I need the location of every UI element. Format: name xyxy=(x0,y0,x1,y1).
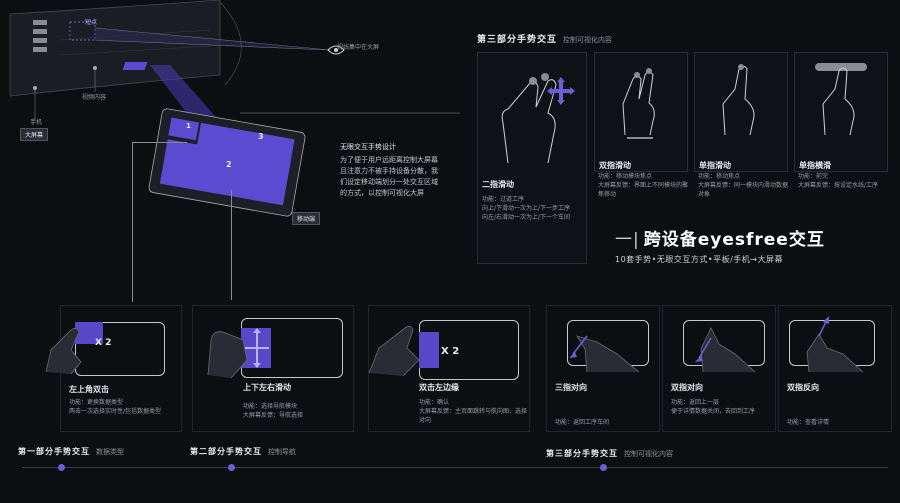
gesture-name: 双指滑动 xyxy=(599,161,631,170)
part3-subtitle: 控制可视化内容 xyxy=(563,36,613,44)
content-label: 视频内容 xyxy=(82,94,107,101)
gesture-desc: 功能：更换数据类型 两击一次选择实时性/包括数据类型 xyxy=(69,399,162,415)
hand-icon xyxy=(695,327,756,373)
tap-count-badge: X 2 xyxy=(441,346,460,357)
tablet-key-3: 3 xyxy=(258,132,264,141)
tap-count-badge: X 2 xyxy=(95,338,112,348)
hand-icon xyxy=(569,335,640,373)
timeline-dot xyxy=(600,464,607,471)
banner: 一|跨设备eyesfree交互 10套手势•无眼交互方式•平板/手机→大屏幕 xyxy=(615,225,890,265)
banner-subtitle: 10套手势•无眼交互方式•平板/手机→大屏幕 xyxy=(615,255,784,264)
gesture-desc: 功能：选择导航模块 大屏幕反馈：导航选择 xyxy=(243,403,304,419)
gesture-card-three-finger-pinch: 三指对向 功能：返回工序车间 xyxy=(546,305,660,432)
gesture-desc: 功能：返回工序车间 xyxy=(555,419,610,426)
design-description: 无眼交互手势设计 为了便于用户远距离控制大屏幕且注意力不被手持设备分散，我们设定… xyxy=(340,142,440,199)
banner-title: 跨设备eyesfree交互 xyxy=(643,230,825,250)
part1-subtitle: 数据类型 xyxy=(96,448,124,456)
tablet-tag: 移动端 xyxy=(292,212,321,225)
connector-line xyxy=(132,142,187,143)
gesture-desc: 功能：查看详情 xyxy=(787,419,830,426)
gesture-card-double-tap-left-edge: X 2 双击左边缘 功能：确认 大屏幕反馈：主页面跳转与航向图，选择对向 xyxy=(368,305,530,432)
hand-icon xyxy=(622,68,655,139)
hand-icon xyxy=(722,64,755,136)
gesture-name: 上下左右滑动 xyxy=(243,383,291,392)
banner-prefix: 一| xyxy=(615,230,640,250)
tap-area xyxy=(75,322,103,344)
gesture-card-single-horizontal: 单指横滑 xyxy=(794,52,888,172)
timeline-dot xyxy=(58,464,65,471)
top-illustration: 短点 视线集中在大屏 手机 视频内容 大屏幕 1 2 3 移动端 xyxy=(0,0,460,230)
gesture-desc: 功能：返回上一层 便于详情数据关闭，去回到工序 xyxy=(671,399,756,415)
tablet-key-2: 2 xyxy=(226,160,232,169)
hand-icon xyxy=(207,331,248,379)
hand-icon xyxy=(369,326,420,377)
gesture-card-two-finger-spread: 双指反向 功能：查看详情 xyxy=(778,305,892,432)
gesture-desc: 功能：移动模块焦点 大屏幕反馈：界面上不同模块的聚焦移动 xyxy=(598,173,689,198)
gesture-name: 三指对向 xyxy=(555,383,587,392)
hand-icon xyxy=(45,328,82,375)
part3-title: 第三部分手势交互控制可视化内容 xyxy=(477,35,613,45)
gesture-name: 双指反向 xyxy=(787,383,819,392)
gesture-card-two-finger-pinch: 双指对向 功能：返回上一层 便于详情数据关闭，去回到工序 xyxy=(662,305,776,432)
gesture-name: 单指滑动 xyxy=(699,161,731,170)
part2-subtitle: 控制导航 xyxy=(268,448,296,456)
gesture-card-two-finger-swipe: 二指滑动 功能：过道工序 向上/下滑动一次为上/下一步工序 向左/右滑动一次为上… xyxy=(477,52,587,264)
tap-area xyxy=(419,332,439,368)
gesture-name: 双指对向 xyxy=(671,383,703,392)
hand-icon xyxy=(815,63,867,136)
part1-title: 第一部分手势交互数据类型 xyxy=(18,447,124,456)
hand-icon xyxy=(806,316,864,373)
small-label: 短点 xyxy=(85,19,98,26)
hand-icon xyxy=(501,73,575,164)
gesture-card-four-way-swipe: 上下左右滑动 功能：选择导航模块 大屏幕反馈：导航选择 xyxy=(192,305,354,432)
eye-label: 视线集中在大屏 xyxy=(337,44,380,51)
part3b-subtitle: 控制可视化内容 xyxy=(624,450,673,458)
gesture-name: 单指横滑 xyxy=(799,161,831,170)
gesture-desc: 功能：确认 大屏幕反馈：主页面跳转与航向图，选择对向 xyxy=(419,399,528,424)
phone-label: 手机 xyxy=(30,119,43,126)
part3b-title: 第三部分手势交互控制可视化内容 xyxy=(546,449,673,458)
phone-outline xyxy=(75,322,165,376)
curved-screen-diagram xyxy=(9,0,460,217)
gesture-name: 双击左边缘 xyxy=(419,383,459,392)
four-way-arrow-icon xyxy=(245,328,269,368)
gesture-desc: 功能：移动焦点 大屏幕反馈：同一模块内滑动数据对象 xyxy=(698,173,789,198)
gesture-desc: 功能：过道工序 向上/下滑动一次为上/下一步工序 向左/右滑动一次为上/下一个车… xyxy=(482,196,571,221)
part2-title: 第二部分手势交互控制导航 xyxy=(190,447,296,456)
gesture-card-double-swipe: 双指滑动 xyxy=(594,52,688,172)
desc-title: 无眼交互手势设计 xyxy=(340,143,396,151)
timeline-dot xyxy=(228,464,235,471)
desc-body: 为了便于用户远距离控制大屏幕且注意力不被手持设备分散，我们设定移动端划分一处交互… xyxy=(340,156,438,197)
gesture-name: 左上角双击 xyxy=(69,385,109,394)
connector-line xyxy=(231,190,232,300)
screen-label: 大屏幕 xyxy=(20,128,49,141)
tablet-key-1: 1 xyxy=(186,122,191,130)
gesture-card-single-swipe: 单指滑动 xyxy=(694,52,788,172)
gesture-card-top-left-double-tap: X 2 左上角双击 功能：更换数据类型 两击一次选择实时性/包括数据类型 xyxy=(45,305,182,432)
timeline-line xyxy=(22,467,888,468)
connector-line xyxy=(132,142,133,302)
gesture-name: 二指滑动 xyxy=(482,180,514,189)
gesture-desc: 功能：前完 大屏幕反馈：按设定水线/工序 xyxy=(798,173,879,189)
